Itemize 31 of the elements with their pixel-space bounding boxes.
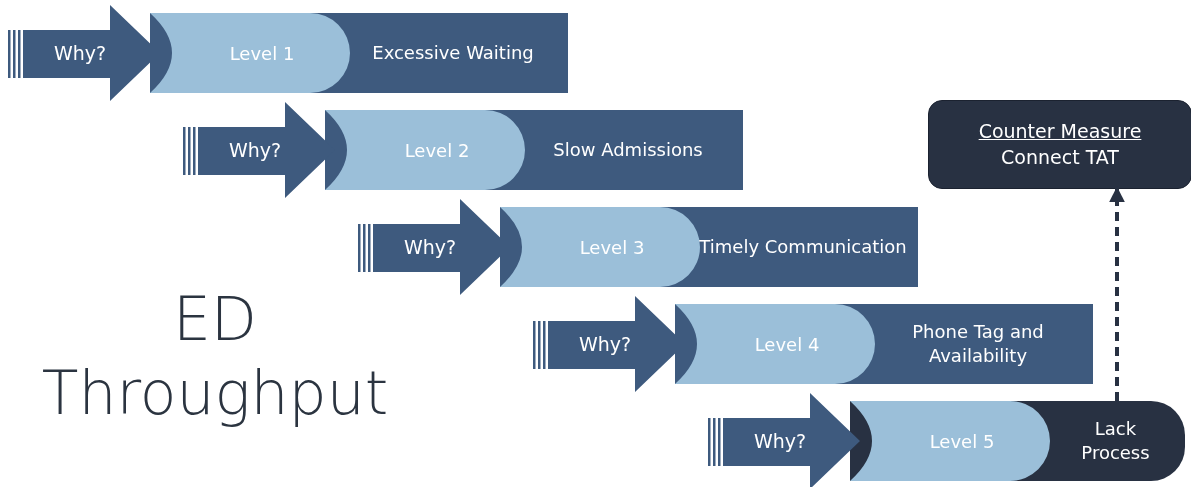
cause-text: Lack Process bbox=[1080, 416, 1151, 465]
level-label: Level 5 bbox=[929, 430, 995, 452]
level-pill bbox=[850, 401, 1050, 481]
why-label: Why? bbox=[402, 235, 458, 260]
why-label: Why? bbox=[227, 138, 283, 163]
diagram-title: ED Throughput bbox=[40, 283, 390, 430]
countermeasure-text: Connect TAT bbox=[1001, 144, 1119, 170]
level-label: Level 2 bbox=[404, 139, 470, 161]
cause-box bbox=[675, 304, 1093, 384]
cause-box bbox=[850, 401, 1185, 481]
level-label: Level 3 bbox=[579, 236, 645, 258]
level-pill bbox=[500, 207, 700, 287]
level-pill bbox=[150, 13, 350, 93]
level-label: Level 1 bbox=[229, 42, 295, 64]
cause-box bbox=[150, 13, 568, 93]
why-label: Why? bbox=[52, 41, 108, 66]
why-arrow bbox=[708, 393, 860, 487]
cause-text: Phone Tag and Availability bbox=[911, 319, 1045, 368]
cause-text: Slow Admissions bbox=[552, 137, 704, 162]
why-label: Why? bbox=[577, 332, 633, 357]
countermeasure-box bbox=[928, 100, 1191, 189]
cause-box bbox=[500, 207, 918, 287]
dashed-arrow bbox=[1109, 186, 1125, 401]
countermeasure-heading: Counter Measure bbox=[978, 118, 1142, 144]
cause-box bbox=[325, 110, 743, 190]
level-pill bbox=[325, 110, 525, 190]
why-label: Why? bbox=[752, 429, 808, 454]
level-label: Level 4 bbox=[754, 333, 820, 355]
cause-text: Timely Communication bbox=[698, 234, 908, 259]
cause-text: Excessive Waiting bbox=[371, 40, 535, 65]
level-pill bbox=[675, 304, 875, 384]
